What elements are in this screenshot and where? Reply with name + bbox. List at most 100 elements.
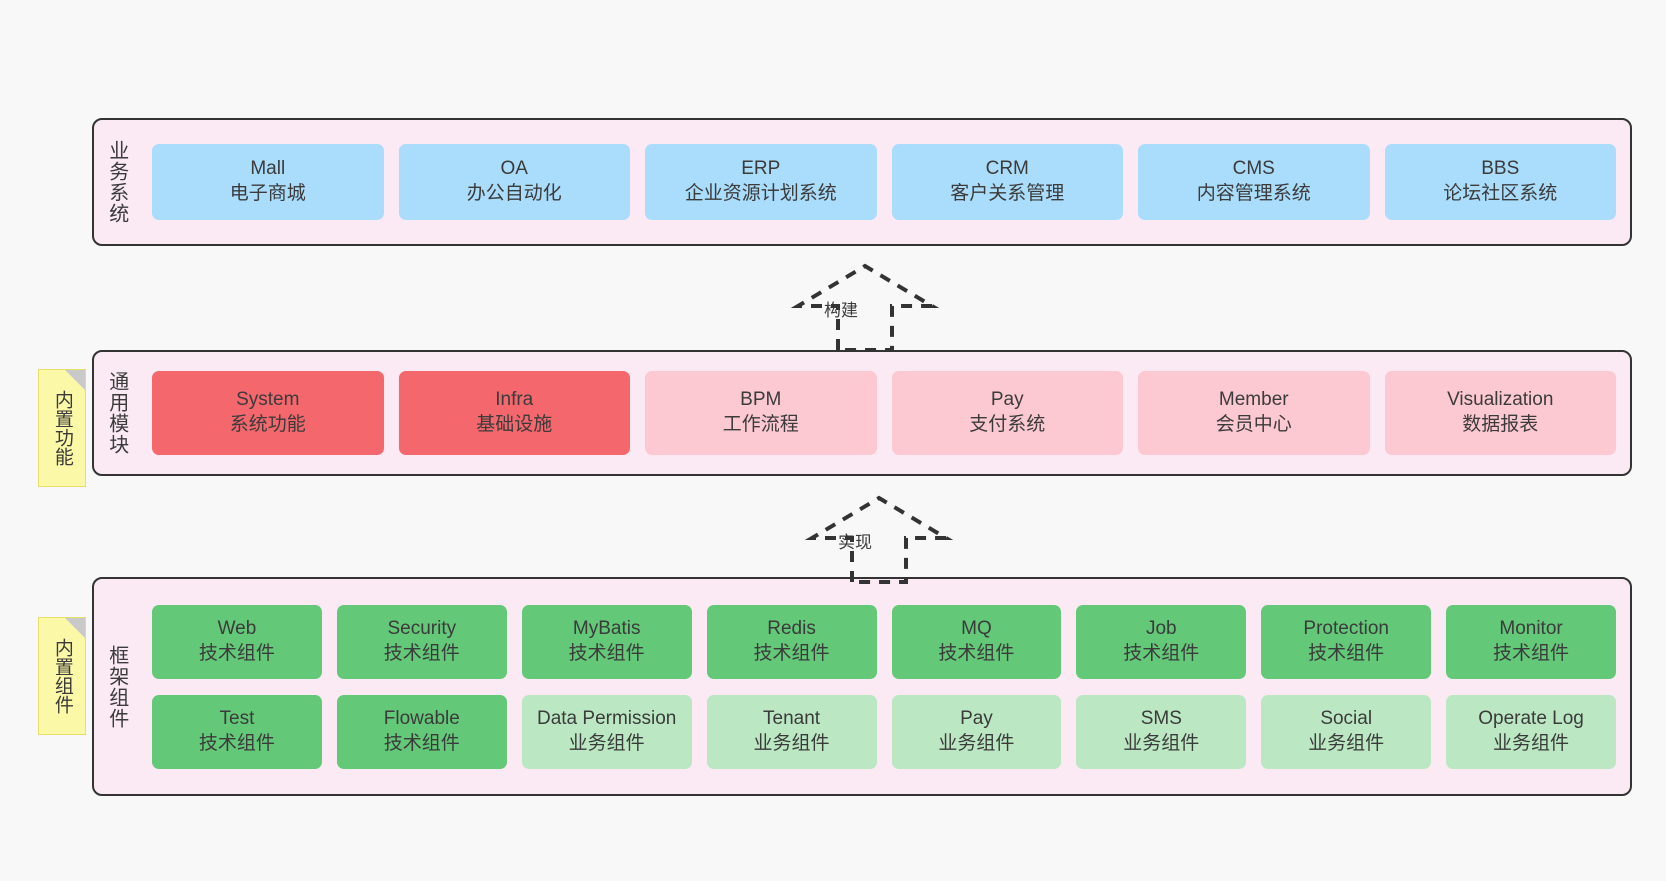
build-arrow	[790, 262, 940, 352]
card-redis-title: Redis	[767, 617, 816, 639]
implement-arrow-glyph	[804, 495, 954, 584]
card-cms[interactable]: CMS 内容管理系统	[1138, 144, 1370, 220]
card-bbs-subtitle: 论坛社区系统	[1443, 183, 1558, 204]
card-pay-module[interactable]: Pay 支付系统	[891, 371, 1123, 455]
card-crm-title: CRM	[985, 158, 1029, 180]
card-mybatis-title: MyBatis	[572, 617, 641, 639]
card-web[interactable]: Web 技术组件	[152, 604, 322, 679]
card-bpm-subtitle: 工作流程	[722, 414, 799, 435]
card-protection[interactable]: Protection 技术组件	[1261, 604, 1432, 679]
implement-arrow	[804, 494, 954, 584]
card-oa-subtitle: 办公自动化	[466, 183, 562, 204]
card-flowable[interactable]: Flowable 技术组件	[336, 694, 507, 769]
layer-framework-components-body: Web 技术组件 Security 技术组件 MyBatis 技术组件 Redi…	[138, 579, 1630, 794]
layer-business-systems: 业务系统 Mall 电子商城 OA 办公自动化 ERP 企业资源计划系统 CRM…	[92, 118, 1632, 246]
card-pay-component-title: Pay	[960, 707, 993, 729]
card-operate-log-title: Operate Log	[1478, 707, 1584, 729]
card-job-subtitle: 技术组件	[1123, 642, 1200, 664]
card-sms-title: SMS	[1140, 707, 1182, 729]
card-crm[interactable]: CRM 客户关系管理	[891, 144, 1123, 220]
card-bpm[interactable]: BPM 工作流程	[645, 371, 877, 455]
card-mq-title: MQ	[961, 617, 992, 639]
card-system-title: System	[236, 389, 300, 411]
card-mall-subtitle: 电子商城	[229, 183, 306, 204]
card-protection-title: Protection	[1303, 617, 1389, 639]
layer-framework-components-title: 框架组件	[105, 644, 128, 729]
card-operate-log-subtitle: 业务组件	[1493, 732, 1570, 754]
card-crm-subtitle: 客户关系管理	[950, 183, 1065, 204]
card-mybatis-subtitle: 技术组件	[568, 642, 645, 664]
card-member[interactable]: Member 会员中心	[1138, 371, 1370, 455]
card-visualization-title: Visualization	[1447, 389, 1554, 411]
card-bbs-title: BBS	[1481, 158, 1520, 180]
card-job-title: Job	[1145, 617, 1177, 639]
card-visualization-subtitle: 数据报表	[1462, 414, 1539, 435]
card-tenant[interactable]: Tenant 业务组件	[706, 694, 877, 769]
card-erp[interactable]: ERP 企业资源计划系统	[645, 144, 877, 220]
card-infra-title: Infra	[495, 389, 534, 411]
card-system[interactable]: System 系统功能	[152, 371, 384, 455]
card-pay-component-subtitle: 业务组件	[938, 732, 1015, 754]
card-social-subtitle: 业务组件	[1308, 732, 1385, 754]
card-monitor-title: Monitor	[1499, 617, 1563, 639]
card-bbs[interactable]: BBS 论坛社区系统	[1384, 144, 1616, 220]
card-mybatis[interactable]: MyBatis 技术组件	[521, 604, 692, 679]
builtin-components-note: 内置组件	[38, 617, 86, 735]
card-web-subtitle: 技术组件	[198, 642, 275, 664]
card-tenant-title: Tenant	[763, 707, 821, 729]
card-oa[interactable]: OA 办公自动化	[398, 144, 630, 220]
card-job[interactable]: Job 技术组件	[1076, 604, 1247, 679]
card-web-title: Web	[217, 617, 257, 639]
card-mq[interactable]: MQ 技术组件	[891, 604, 1062, 679]
card-protection-subtitle: 技术组件	[1308, 642, 1385, 664]
card-data-permission[interactable]: Data Permission 业务组件	[521, 694, 692, 769]
card-security-subtitle: 技术组件	[383, 642, 460, 664]
card-bpm-title: BPM	[740, 389, 782, 411]
layer-common-modules-body: System 系统功能 Infra 基础设施 BPM 工作流程 Pay 支付系统…	[138, 352, 1630, 474]
build-arrow-glyph	[790, 263, 940, 352]
card-operate-log[interactable]: Operate Log 业务组件	[1446, 694, 1616, 769]
card-mq-subtitle: 技术组件	[938, 642, 1015, 664]
card-security-title: Security	[387, 617, 457, 639]
note-fold-corner-icon	[65, 370, 85, 390]
card-infra[interactable]: Infra 基础设施	[398, 371, 630, 455]
card-mall-title: Mall	[250, 158, 286, 180]
card-erp-title: ERP	[741, 158, 781, 180]
card-test-title: Test	[219, 707, 255, 729]
card-security[interactable]: Security 技术组件	[336, 604, 507, 679]
card-infra-subtitle: 基础设施	[476, 414, 553, 435]
layer-framework-components: 框架组件 Web 技术组件 Security 技术组件 MyBatis 技术组件…	[92, 577, 1632, 796]
framework-row-tech: Web 技术组件 Security 技术组件 MyBatis 技术组件 Redi…	[152, 604, 1616, 679]
card-cms-title: CMS	[1232, 158, 1275, 180]
card-pay-module-subtitle: 支付系统	[969, 414, 1046, 435]
card-test[interactable]: Test 技术组件	[152, 694, 322, 769]
note-fold-corner-icon	[65, 618, 85, 638]
card-social-title: Social	[1320, 707, 1373, 729]
layer-common-modules-title: 通用模块	[105, 371, 128, 455]
card-flowable-title: Flowable	[383, 707, 460, 729]
card-cms-subtitle: 内容管理系统	[1196, 183, 1311, 204]
card-monitor-subtitle: 技术组件	[1493, 642, 1570, 664]
card-visualization[interactable]: Visualization 数据报表	[1384, 371, 1616, 455]
card-pay-module-title: Pay	[990, 389, 1024, 411]
card-data-permission-subtitle: 业务组件	[568, 732, 645, 754]
card-redis[interactable]: Redis 技术组件	[706, 604, 877, 679]
card-social[interactable]: Social 业务组件	[1261, 694, 1432, 769]
layer-common-modules: 通用模块 System 系统功能 Infra 基础设施 BPM 工作流程 Pay…	[92, 350, 1632, 476]
card-member-title: Member	[1218, 389, 1289, 411]
card-monitor[interactable]: Monitor 技术组件	[1446, 604, 1616, 679]
card-tenant-subtitle: 业务组件	[753, 732, 830, 754]
card-mall[interactable]: Mall 电子商城	[152, 144, 384, 220]
card-sms[interactable]: SMS 业务组件	[1076, 694, 1247, 769]
layer-business-systems-title: 业务系统	[105, 140, 128, 224]
card-pay-component[interactable]: Pay 业务组件	[891, 694, 1062, 769]
card-data-permission-title: Data Permission	[536, 707, 677, 729]
builtin-features-note-text: 内置功能	[51, 390, 73, 466]
framework-row-business: Test 技术组件 Flowable 技术组件 Data Permission …	[152, 694, 1616, 769]
card-oa-title: OA	[500, 158, 528, 180]
layer-business-systems-body: Mall 电子商城 OA 办公自动化 ERP 企业资源计划系统 CRM 客户关系…	[138, 120, 1630, 244]
card-member-subtitle: 会员中心	[1215, 414, 1292, 435]
card-redis-subtitle: 技术组件	[753, 642, 830, 664]
card-system-subtitle: 系统功能	[229, 414, 306, 435]
